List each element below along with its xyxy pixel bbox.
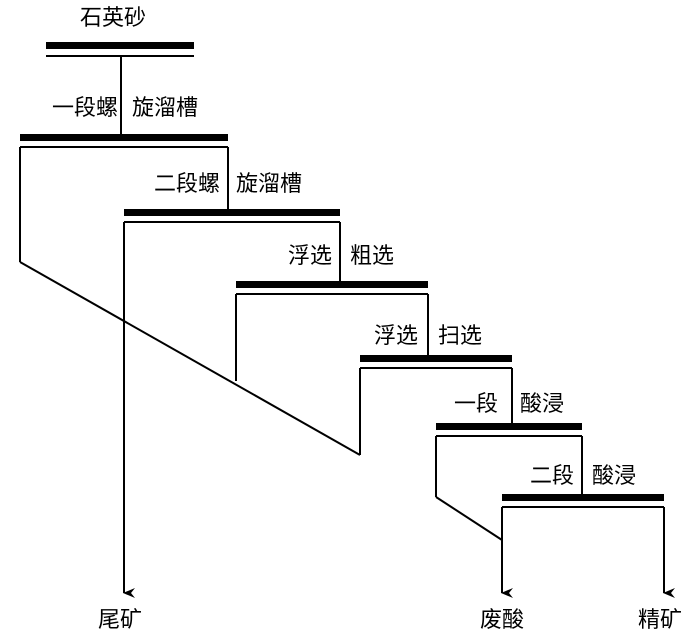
stage-3-label-right: 粗选 xyxy=(350,244,395,269)
tailings-collector-line xyxy=(19,261,361,456)
stage-2-label-left: 二段螺 xyxy=(153,172,220,197)
feed-label: 石英砂 xyxy=(80,6,147,31)
waste-acid-collector-line xyxy=(435,496,503,541)
stage-2-screen xyxy=(124,209,340,223)
concentrate-label: 精矿 xyxy=(638,608,683,633)
stage-4-label-right: 扫选 xyxy=(438,324,483,349)
stage-2-label-right: 旋溜槽 xyxy=(236,172,303,197)
stage-1-label-right: 旋溜槽 xyxy=(132,96,199,121)
stage-5-screen xyxy=(436,423,582,437)
stage-4-screen xyxy=(360,355,512,369)
stage-6-label-left: 二段 xyxy=(529,464,574,489)
feed-screen xyxy=(46,42,194,57)
stage-1-screen xyxy=(20,134,228,148)
stage-3-label-left: 浮选 xyxy=(287,244,332,269)
stage-3-screen xyxy=(236,281,428,295)
stage-1-label-left: 一段螺 xyxy=(51,96,118,121)
stage-5-label-right: 酸浸 xyxy=(520,392,565,417)
tailings-label: 尾矿 xyxy=(98,608,143,633)
waste-acid-label: 废酸 xyxy=(480,608,525,633)
stage-6-label-right: 酸浸 xyxy=(592,464,637,489)
stage-5-label-left: 一段 xyxy=(453,392,498,417)
stage-4-label-left: 浮选 xyxy=(373,324,418,349)
stage-6-screen xyxy=(502,494,664,508)
